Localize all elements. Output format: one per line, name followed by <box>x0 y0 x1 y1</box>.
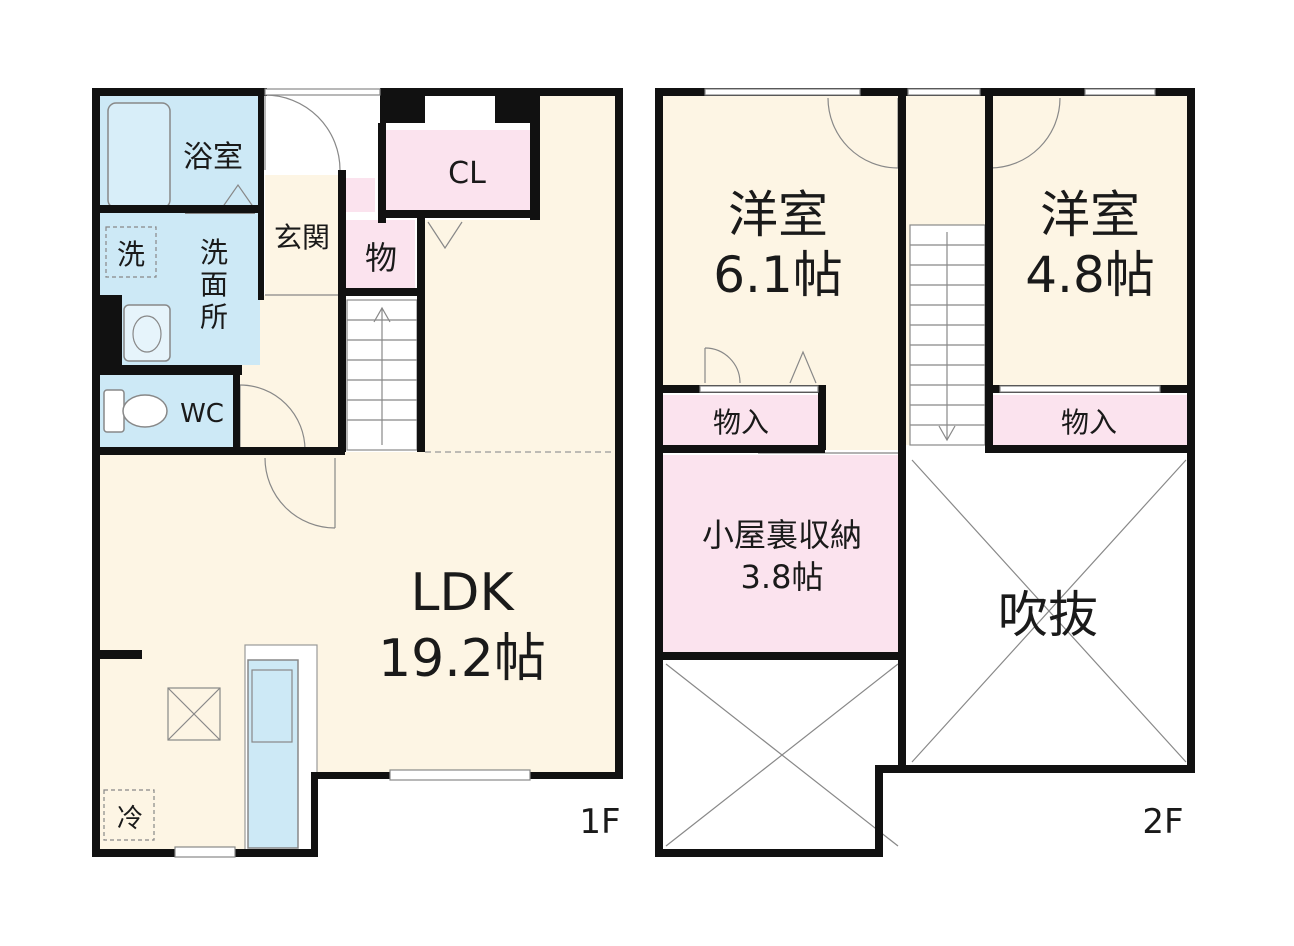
closet-a-label: 物入 <box>713 406 769 439</box>
western-a-size-label: 6.1帖 <box>713 246 843 304</box>
ldk-size-label: 19.2帖 <box>378 629 546 689</box>
hall-2f-lower <box>825 385 905 450</box>
washer-label: 洗 <box>117 238 145 271</box>
walls-1f <box>92 88 623 857</box>
closet-b-floor <box>992 395 1187 447</box>
stairs-2f <box>909 224 986 446</box>
ldk-name-label: LDK <box>410 563 515 623</box>
labels: 浴室 洗 洗面所 玄関 CL 物 WC 冷 LDK 19.2帖 1F 洋室 6.… <box>117 140 1184 842</box>
closet-floor <box>385 130 530 210</box>
bath-drain-mark <box>221 183 255 209</box>
western-b-name-label: 洋室 <box>1040 186 1140 244</box>
western-a-floor <box>662 95 902 390</box>
fridge-label: 冷 <box>117 804 143 834</box>
stairs-1f <box>346 299 418 451</box>
bath-label: 浴室 <box>183 140 243 175</box>
closet-label: CL <box>448 156 486 191</box>
toilet-label: WC <box>180 399 224 429</box>
bathtub <box>107 102 171 209</box>
washer-box <box>105 226 157 278</box>
small-storage-floor <box>345 178 375 212</box>
kitchen-sink <box>251 669 293 743</box>
windows-2f <box>699 88 1161 393</box>
sink <box>123 304 171 362</box>
floor-1f <box>92 88 623 858</box>
storage-floor <box>345 220 415 288</box>
vent-box <box>167 687 221 741</box>
ldk-floor <box>95 452 620 850</box>
floor-1f-label: 1F <box>579 802 620 842</box>
floor-2f <box>655 88 1195 857</box>
void-crosses <box>665 459 1187 847</box>
attic-name-label: 小屋裏収納 <box>702 516 862 554</box>
entrance-floor <box>265 175 345 295</box>
western-b-floor <box>990 95 1190 390</box>
sink-basin <box>132 315 162 353</box>
windows-1f <box>174 88 531 858</box>
toilet-fixture <box>103 389 168 433</box>
washroom-label: 洗面所 <box>200 236 228 333</box>
attic-floor <box>662 455 902 652</box>
floor-2f-label: 2F <box>1142 802 1183 842</box>
attic-size-label: 3.8帖 <box>741 558 824 596</box>
entrance-label: 玄関 <box>274 221 330 254</box>
void-label: 吹抜 <box>998 586 1098 644</box>
washroom-label-char: 所 <box>200 300 228 333</box>
washroom-label-char: 面 <box>200 268 228 301</box>
fridge-box <box>103 789 155 841</box>
closet-b-label: 物入 <box>1061 406 1117 439</box>
closet-a-floor <box>662 395 822 447</box>
ldk-upper-floor <box>425 92 620 452</box>
storage-label: 物 <box>365 239 397 277</box>
kitchen-counter <box>247 659 299 849</box>
western-b-size-label: 4.8帖 <box>1025 246 1155 304</box>
western-a-name-label: 洋室 <box>728 186 828 244</box>
washroom-label-char: 洗 <box>200 236 228 269</box>
